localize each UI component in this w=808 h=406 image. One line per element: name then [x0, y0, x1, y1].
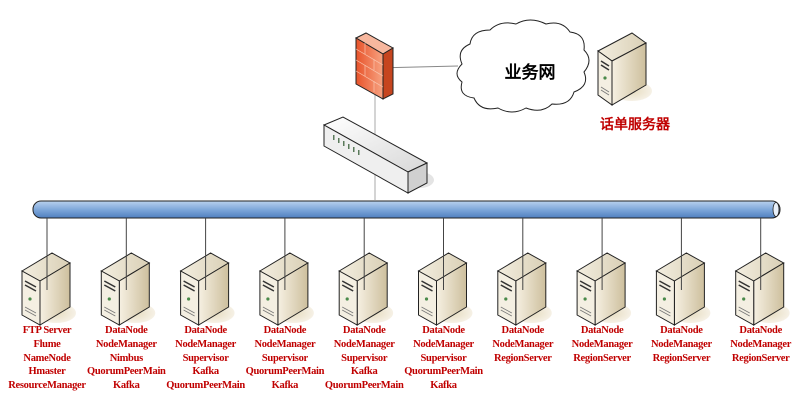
node-role: NodeManager — [492, 338, 554, 350]
server-icon — [179, 252, 235, 326]
node-role: DataNode — [422, 325, 465, 336]
node-role: RegionServer — [573, 352, 631, 364]
node-role: NodeManager — [95, 338, 157, 350]
server-icon — [100, 252, 156, 326]
node-role: Kafka — [350, 366, 378, 378]
node-role: QuorumPeerMain — [404, 366, 483, 378]
node-role: RegionServer — [493, 352, 552, 364]
node-role: NodeManager — [413, 338, 474, 350]
node-role: DataNode — [580, 325, 624, 336]
node-role: DataNode — [739, 325, 782, 336]
node-role: Kafka — [271, 380, 299, 392]
node-role: DataNode — [263, 325, 307, 336]
billing-server-icon — [597, 32, 652, 106]
node-role: Hmaster — [28, 366, 66, 378]
node-role: DataNode — [660, 325, 703, 336]
node-role: DataNode — [184, 325, 227, 336]
node-role: DataNode — [501, 325, 545, 336]
server-icon — [655, 252, 711, 326]
node-role: DataNode — [105, 325, 148, 336]
server-icon — [338, 252, 394, 326]
server-icon — [417, 252, 473, 326]
network-bus — [32, 200, 781, 219]
node-role: NodeManager — [175, 338, 237, 350]
node-role: Nimbus — [109, 352, 144, 364]
node-role: QuorumPeerMain — [245, 366, 325, 378]
node-role: Supervisor — [341, 352, 388, 364]
server-icon — [734, 252, 790, 326]
node-role: NodeManager — [254, 338, 316, 350]
node-role: Supervisor — [182, 352, 229, 364]
network-switch-icon — [322, 116, 434, 194]
node-role: RegionServer — [731, 352, 790, 364]
billing-server-label: 话单服务器 — [600, 118, 670, 133]
server-icon — [258, 252, 314, 326]
node-role: NodeManager — [571, 338, 633, 350]
firewall-icon — [354, 32, 394, 100]
server-icon — [576, 252, 632, 326]
node-role: ResourceManager — [8, 380, 86, 392]
node-role: QuorumPeerMain — [324, 380, 404, 392]
node-role: Kafka — [113, 380, 140, 392]
node-role: NodeManager — [730, 338, 792, 350]
node-role: RegionServer — [652, 352, 711, 364]
node-role: FTP Server — [22, 325, 72, 336]
node-role: Flume — [33, 338, 61, 350]
server-icon — [496, 252, 552, 326]
node-role: NameNode — [23, 352, 71, 364]
node-role: Supervisor — [420, 352, 467, 364]
node-role: DataNode — [342, 325, 386, 336]
node-role: QuorumPeerMain — [166, 380, 245, 392]
server-icon — [21, 252, 76, 326]
node-role: NodeManager — [650, 338, 712, 350]
cloud-label: 业务网 — [504, 63, 556, 83]
node-role: Supervisor — [261, 352, 308, 364]
node-role: Kafka — [430, 380, 457, 392]
node-role: Kafka — [192, 366, 219, 378]
node-role: NodeManager — [333, 338, 395, 350]
business-network-cloud — [456, 19, 590, 113]
node-role: QuorumPeerMain — [86, 366, 166, 378]
